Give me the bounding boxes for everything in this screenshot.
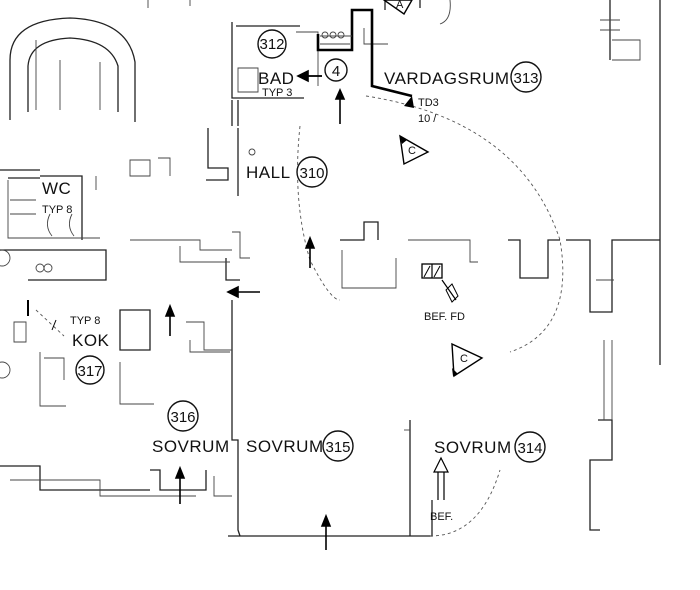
flow-arrows <box>164 69 346 550</box>
triangle-c-lower-icon: C <box>451 342 484 378</box>
room-number-313: 313 <box>510 61 542 93</box>
room-label-wc: WC <box>42 179 71 198</box>
detector-circle: 4 <box>324 58 348 82</box>
triangle-c-upper-icon: C <box>399 134 430 166</box>
walls <box>0 0 661 537</box>
td3-marker-icon <box>404 96 414 108</box>
td3-value: 10 / <box>418 113 437 125</box>
room-label-vardagsrum: VARDAGSRUM <box>384 69 510 88</box>
arrow-316-up-icon <box>174 465 186 504</box>
arrow-bath-up-icon <box>334 88 346 124</box>
svg-text:C: C <box>460 353 468 365</box>
room-number-312: 312 <box>257 29 287 59</box>
svg-text:315: 315 <box>325 439 350 456</box>
door-swing-arc-bottom <box>429 469 501 537</box>
svg-text:317: 317 <box>77 363 102 380</box>
pipe-run <box>316 8 413 98</box>
room-label-bad: BAD <box>258 69 294 88</box>
room-label-kok: KOK <box>72 331 110 350</box>
svg-text:C: C <box>408 145 416 157</box>
bef-label: BEF. <box>430 511 453 523</box>
room-number-315: 315 <box>322 430 354 462</box>
room-type-kok: TYP 8 <box>70 315 100 327</box>
room-number-317: 317 <box>75 355 105 385</box>
room-number-316: 316 <box>167 400 199 432</box>
room-label-sovrum-315: SOVRUM <box>246 437 324 456</box>
td3-label: TD3 <box>418 97 439 109</box>
arrow-bad-left-icon <box>296 69 322 83</box>
svg-text:312: 312 <box>259 36 284 53</box>
fire-damper-icon <box>421 263 459 303</box>
room-number-314: 314 <box>514 431 546 463</box>
room-type-wc: TYP 8 <box>42 204 72 216</box>
bef-arrow-icon <box>433 456 449 500</box>
arrow-kok-up-icon <box>164 303 176 336</box>
svg-text:4: 4 <box>332 63 340 80</box>
triangle-a-top-icon: A <box>382 0 413 16</box>
arrow-315-up-icon <box>320 513 332 550</box>
arrow-mid-left-icon <box>226 285 260 299</box>
room-label-sovrum-314: SOVRUM <box>434 438 512 457</box>
svg-text:316: 316 <box>170 409 195 426</box>
svg-text:314: 314 <box>517 440 542 457</box>
svg-text:A: A <box>396 0 404 11</box>
svg-text:310: 310 <box>299 165 324 182</box>
svg-text:313: 313 <box>513 70 538 87</box>
fixture-symbols <box>0 148 256 379</box>
door-swing-arc <box>365 95 564 353</box>
room-number-310: 310 <box>296 156 328 188</box>
room-label-hall: HALL <box>246 163 291 182</box>
room-type-bad: TYP 3 <box>262 87 292 99</box>
arrow-hall-up-icon <box>304 235 316 268</box>
door-swing-arc-hall <box>297 125 341 301</box>
bef-fd-label: BEF. FD <box>424 311 465 323</box>
room-label-sovrum-316: SOVRUM <box>152 437 230 456</box>
